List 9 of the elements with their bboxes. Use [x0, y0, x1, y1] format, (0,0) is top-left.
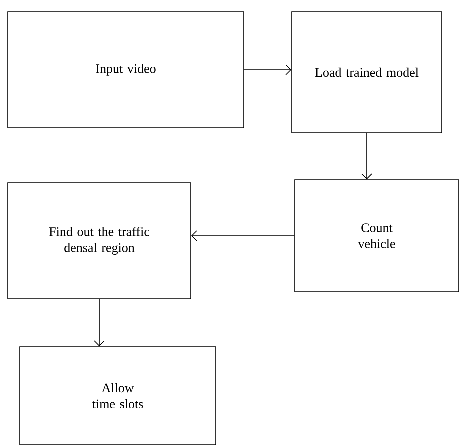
arrow — [191, 230, 295, 242]
process-box: Count vehicle — [294, 180, 460, 292]
process-box: Find out the traffic densal region — [8, 182, 192, 300]
arrow — [362, 133, 372, 180]
arrow — [94, 299, 105, 347]
arrow — [244, 64, 292, 76]
process-box: Load trained model — [292, 12, 442, 134]
process-box: Input video — [8, 12, 244, 128]
process-box: Allow time slots — [20, 346, 216, 446]
